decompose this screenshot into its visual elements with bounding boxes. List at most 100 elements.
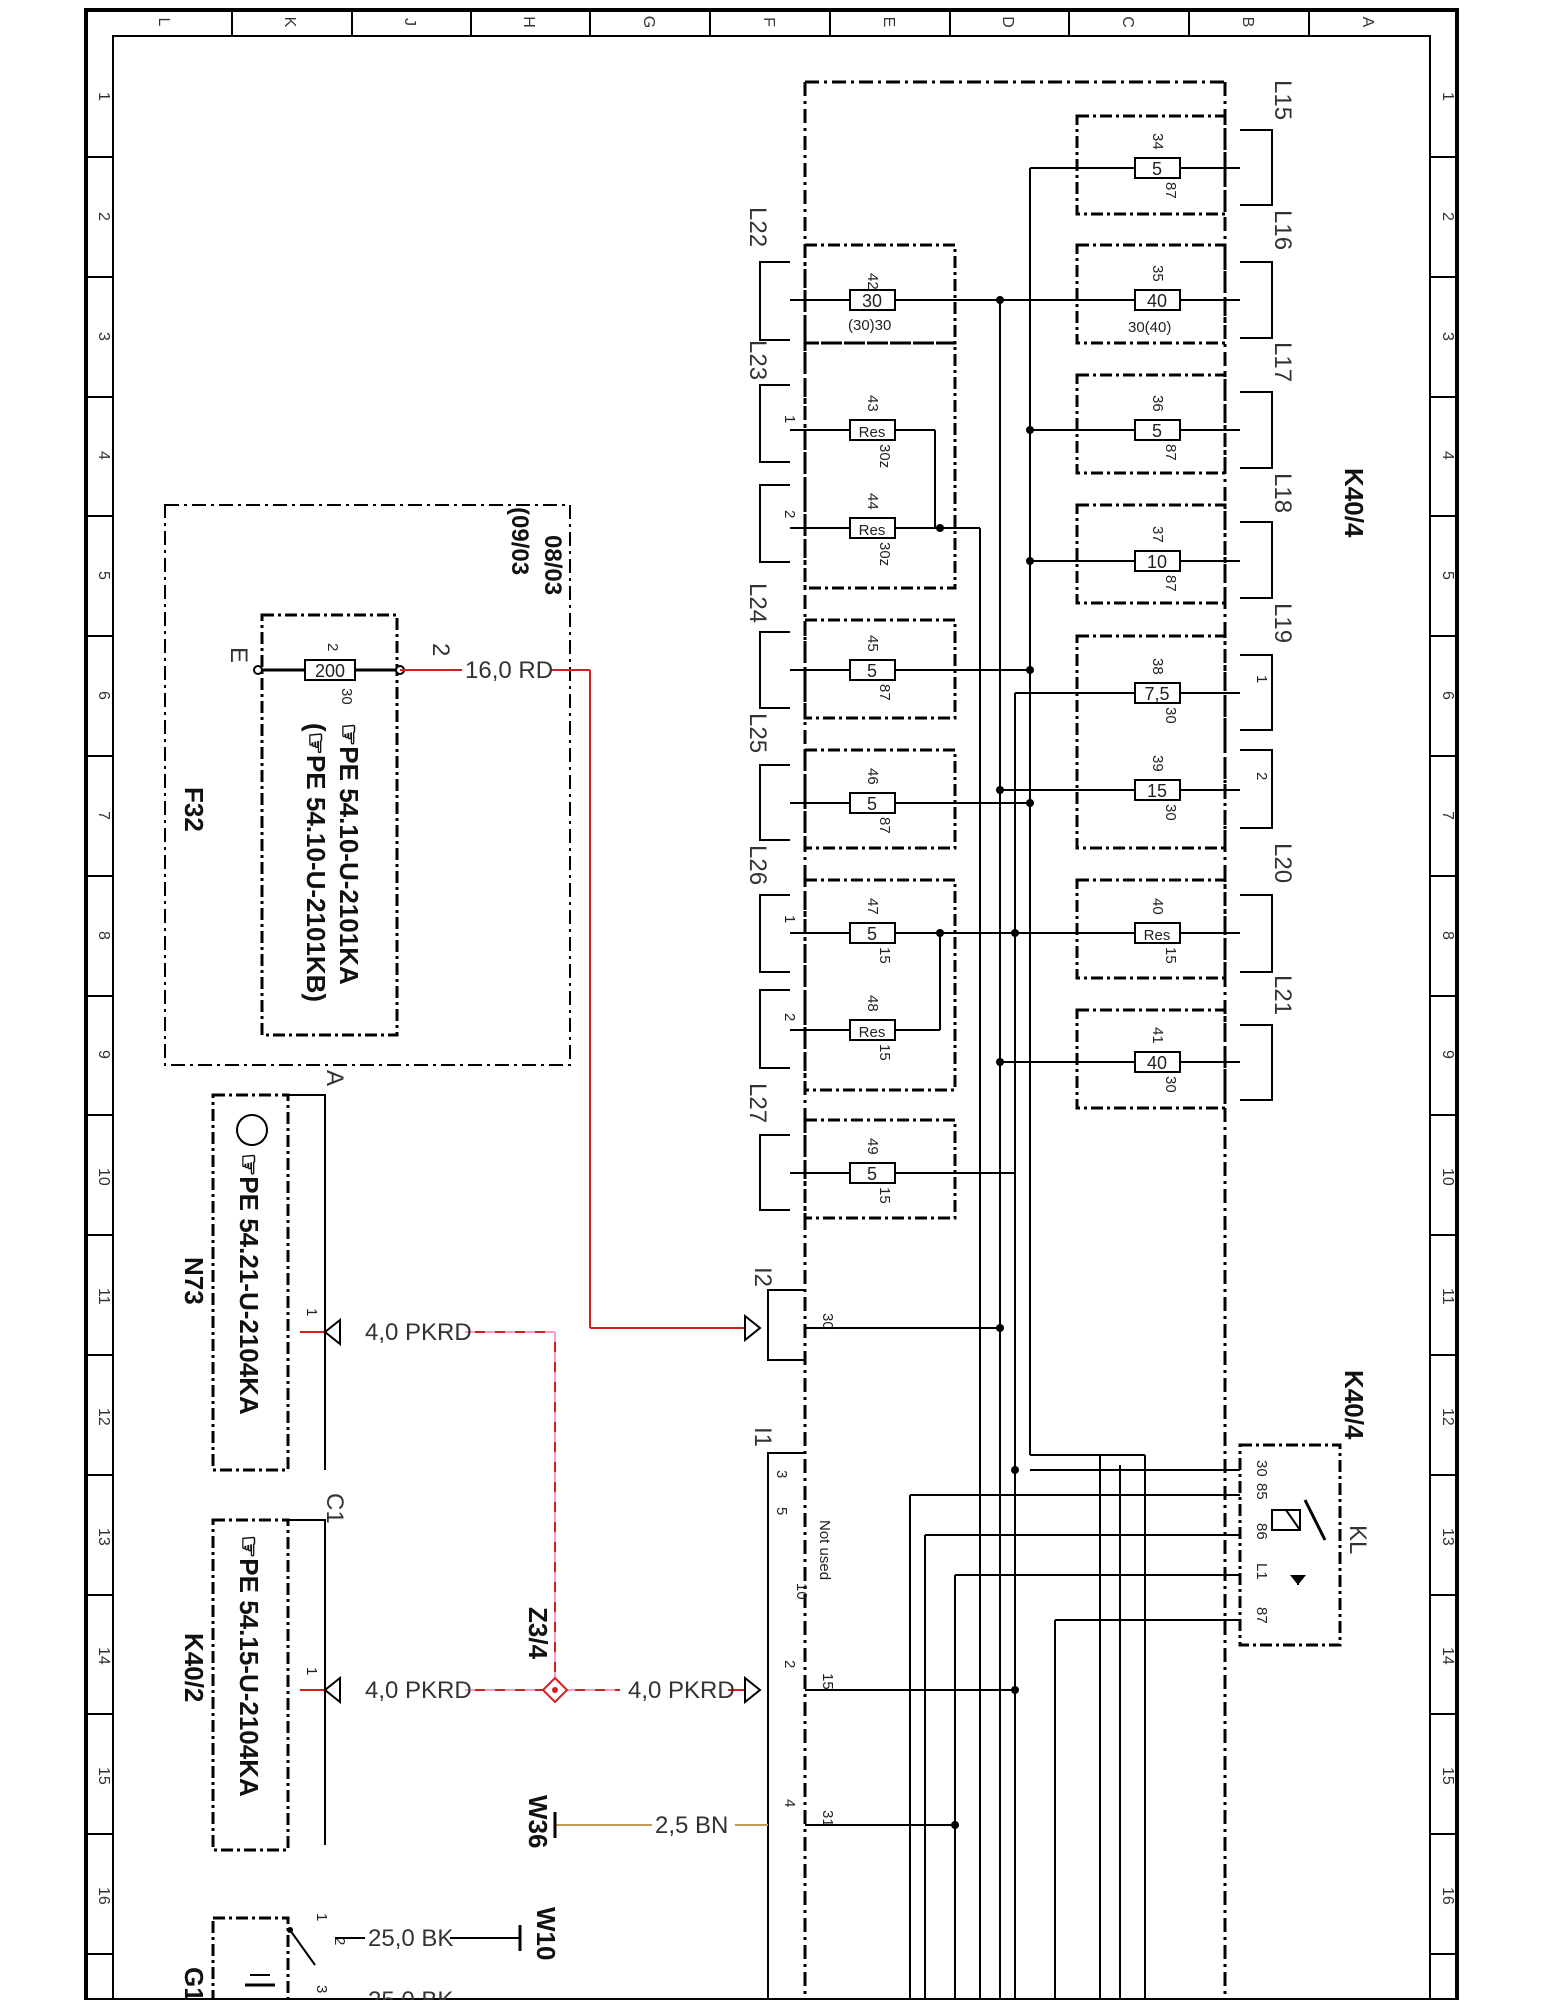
wire-label: 4,0 PKRD bbox=[628, 1677, 735, 1704]
fuse-value: 5 bbox=[1152, 159, 1162, 179]
fuse-41: 40 41 30 bbox=[1000, 1027, 1240, 1093]
row-label: 14 bbox=[95, 1647, 112, 1665]
f32-ref-b: (☞PE 54.10-U-2101KB) bbox=[301, 723, 331, 1002]
row-label: 3 bbox=[1439, 332, 1456, 341]
terminal-31: 31 bbox=[819, 1810, 836, 1827]
pin-number: 10 bbox=[793, 1583, 810, 1600]
fuse-47: 5 47 15 bbox=[790, 898, 1000, 1030]
not-used-label: Not used bbox=[816, 1520, 833, 1580]
col-label: F bbox=[760, 17, 777, 27]
i2-connector: I2 30 bbox=[749, 1267, 836, 1361]
fuse-38: 7,5 38 30 bbox=[1014, 658, 1240, 790]
col-label: D bbox=[999, 16, 1016, 28]
connector-label: L21 bbox=[1269, 975, 1296, 1015]
fuse-terminal: 15 bbox=[876, 947, 893, 964]
z3-4-label: Z3/4 bbox=[523, 1607, 553, 1660]
g1-block: G1 1 2 3 bbox=[179, 1913, 348, 2000]
date-to: (09/03 bbox=[506, 507, 533, 575]
i1-label: I1 bbox=[749, 1427, 776, 1447]
fuse-42: 30 42 (30)30 bbox=[790, 273, 1000, 334]
f32-label: F32 bbox=[179, 787, 209, 832]
col-label: A bbox=[1359, 17, 1376, 28]
wire-label: 4,0 PKRD bbox=[365, 1319, 472, 1346]
fuse-37: 10 37 87 bbox=[1030, 526, 1240, 592]
fuse-terminal: 15 bbox=[1162, 947, 1179, 964]
k40-2-block: ☞PE 54.15-U-2104KA K40/2 C1 1 bbox=[179, 1493, 348, 1852]
fuse-terminal: 30z bbox=[876, 444, 893, 468]
fuse-value: 5 bbox=[1152, 421, 1162, 441]
k40-4-relay: K40/4 KL 30 85 86 L1 87 bbox=[1238, 1370, 1371, 1647]
fuse-number: 44 bbox=[864, 493, 881, 510]
k40-2-label: K40/2 bbox=[179, 1633, 209, 1702]
k40-2-ref: ☞PE 54.15-U-2104KA bbox=[234, 1535, 264, 1797]
pin-number: 1 bbox=[781, 915, 798, 923]
row-label: 8 bbox=[1439, 931, 1456, 940]
pin-number: 3 bbox=[773, 1470, 790, 1478]
terminal-15: 15 bbox=[819, 1673, 836, 1690]
row-labels-left: 1 2 3 4 5 6 7 8 9 10 11 12 13 14 15 16 bbox=[95, 92, 112, 1905]
fuse-value: Res bbox=[859, 522, 886, 539]
fuse-number: 48 bbox=[864, 995, 881, 1012]
col-label: G bbox=[640, 16, 657, 28]
fuse-terminal: 87 bbox=[1162, 444, 1179, 461]
row-label: 4 bbox=[1439, 451, 1456, 460]
relay-kl: KL bbox=[1344, 1525, 1371, 1554]
row-label: 3 bbox=[95, 332, 112, 341]
fuse-terminal: 87 bbox=[1162, 575, 1179, 592]
row-label: 9 bbox=[95, 1050, 112, 1059]
connector-label: L24 bbox=[744, 583, 771, 623]
i2-label: I2 bbox=[749, 1267, 776, 1287]
k40-2-connector: C1 bbox=[321, 1493, 348, 1524]
fuse-value: Res bbox=[859, 1024, 886, 1041]
row-ruler bbox=[86, 156, 1457, 1955]
fuse-value: 5 bbox=[867, 924, 877, 944]
fuse-value: Res bbox=[1144, 927, 1171, 944]
fuse-number: 37 bbox=[1149, 526, 1166, 543]
fuse-number: 42 bbox=[864, 273, 881, 290]
n73-connector: A bbox=[321, 1070, 348, 1086]
fuse-terminal: 87 bbox=[1162, 182, 1179, 199]
row-label: 7 bbox=[95, 811, 112, 820]
fuse-number: 41 bbox=[1149, 1027, 1166, 1044]
transistor-icon bbox=[236, 1114, 268, 1146]
f32-fuse-value: 200 bbox=[315, 661, 345, 681]
sheet-frame bbox=[84, 8, 1459, 2000]
row-label: 13 bbox=[95, 1528, 112, 1546]
row-label: 7 bbox=[1439, 811, 1456, 820]
fuse-number: 36 bbox=[1149, 395, 1166, 412]
column-labels: L K J H G F E D C B A bbox=[155, 16, 1376, 28]
fuse-number: 46 bbox=[864, 768, 881, 785]
relay-pin: L1 bbox=[1253, 1563, 1270, 1580]
fuse-43: Res 43 30z bbox=[790, 395, 936, 528]
col-label: H bbox=[520, 16, 537, 28]
fuse-number: 35 bbox=[1149, 265, 1166, 282]
pin-number: 2 bbox=[1253, 772, 1270, 780]
pin-number: 1 bbox=[313, 1913, 330, 1921]
fuse-value: 7,5 bbox=[1144, 684, 1169, 704]
n73-label: N73 bbox=[179, 1257, 209, 1305]
relay-pin: 30 bbox=[1253, 1460, 1270, 1477]
connector-label: L27 bbox=[744, 1083, 771, 1123]
connector-label: L19 bbox=[1269, 603, 1296, 643]
pin-number: 1 bbox=[303, 1667, 320, 1675]
fuse-value: 30 bbox=[862, 291, 882, 311]
row-label: 4 bbox=[95, 451, 112, 460]
col-label: E bbox=[880, 17, 897, 28]
fuse-36: 5 36 87 bbox=[1030, 395, 1240, 461]
right-connector-labels: L15 L16 L17 L18 L19 L20 L21 1 2 bbox=[1253, 80, 1296, 1015]
row-label: 6 bbox=[95, 691, 112, 700]
fuse-value: 15 bbox=[1147, 781, 1167, 801]
fuse-value: 5 bbox=[867, 1164, 877, 1184]
fuse-value: 5 bbox=[867, 661, 877, 681]
fuse-44: Res 44 30z bbox=[790, 493, 981, 2000]
f32-fuse-pin: 30 bbox=[338, 688, 355, 705]
fuse-terminal: 30z bbox=[876, 542, 893, 566]
pin-number: 2 bbox=[331, 1937, 348, 1945]
pin-number: 4 bbox=[781, 1799, 798, 1807]
row-label: 1 bbox=[1439, 92, 1456, 101]
wire-label: 25,0 BK bbox=[368, 1925, 453, 1952]
fuse-number: 39 bbox=[1149, 755, 1166, 772]
relay-label: K40/4 bbox=[1339, 1370, 1369, 1440]
row-label: 5 bbox=[1439, 571, 1456, 580]
col-label: L bbox=[155, 18, 172, 27]
